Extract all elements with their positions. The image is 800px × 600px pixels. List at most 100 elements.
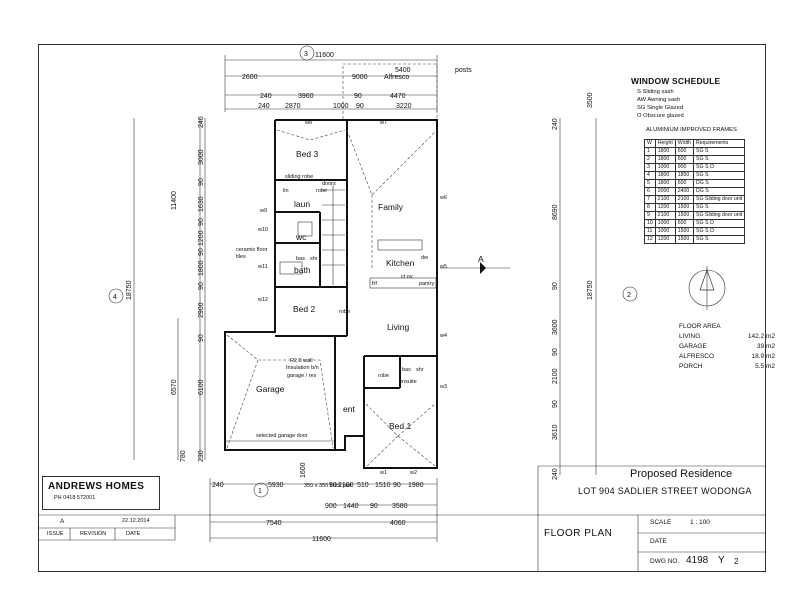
brick-pier-note: 350 x 350 brick pier (304, 483, 352, 489)
dim-bottom-overall: 11600 (312, 536, 331, 543)
label-frf: frf (372, 281, 377, 287)
room-kitchen: Kitchen (386, 258, 415, 268)
table-cell: 2100 (654, 195, 676, 204)
table-cell: SG S (693, 155, 746, 164)
section-a-arrow (440, 262, 510, 274)
dim-6570: 6570 (171, 379, 178, 395)
label-dw: dw (421, 255, 428, 261)
floor-area-label: ALFRESCO (679, 353, 715, 360)
table-cell: 3 (644, 163, 656, 172)
table-cell: SG S O (693, 219, 746, 228)
dim-780: 780 (180, 450, 187, 462)
section-marker-4 (108, 288, 124, 304)
sheet-title: FLOOR PLAN (544, 528, 613, 539)
room-garage: Garage (256, 384, 285, 394)
dim-90-4: 90 (198, 282, 205, 290)
floor-area-value: 39 m2 (756, 343, 775, 350)
section-a-label: A (478, 254, 484, 264)
legend-item: S Sliding sash (637, 89, 674, 95)
dim-alfresco-width: 5400 (395, 67, 411, 74)
dim-9000: 9000 (352, 74, 368, 81)
dim-1510: 1510 (375, 482, 391, 489)
window-w1: w1 (379, 470, 387, 476)
label-posts: posts (455, 67, 472, 74)
label-bas-ens: bas (402, 367, 411, 373)
table-cell: 12 (644, 235, 656, 244)
date-label: DATE (650, 538, 667, 545)
table-cell: 1 (644, 147, 656, 156)
table-cell: 7 (644, 195, 656, 204)
window-schedule-legend: S Sliding sash AW Awning sash SG Single … (637, 88, 684, 120)
note-insulation: Insulation b/n (286, 365, 319, 371)
floor-area-value: 5.5 m2 (755, 363, 775, 370)
roof-lines (226, 129, 438, 467)
note-garage-door: selected garage door (256, 433, 308, 439)
section-label-4: 4 (113, 294, 117, 301)
label-lin: lin (283, 188, 289, 194)
table-cell: 5 (644, 179, 656, 188)
room-bed3: Bed 3 (296, 149, 318, 159)
dim-1000: 1000 (333, 103, 349, 110)
room-bath: bath (294, 265, 311, 275)
room-laun: laun (294, 199, 310, 209)
window-w4: w4 (439, 333, 447, 339)
issue-letter: A (60, 518, 65, 525)
dim-90c-bottom: 90 (370, 503, 378, 510)
floor-area-label: GARAGE (679, 343, 707, 350)
table-cell: SG S (693, 203, 746, 212)
table-cell: 1000 (654, 227, 676, 236)
wc-pan (297, 221, 313, 237)
note-sliding-robe: sliding robe (285, 174, 313, 180)
dim-2900: 2900 (198, 302, 205, 318)
room-family: Family (378, 202, 404, 212)
dim-2100-bottom: 2100 (338, 482, 354, 489)
dim-1200: 1200 (198, 230, 205, 246)
note-r20-wall: R2.0 wall (290, 358, 313, 364)
dim-90r-a: 90 (552, 282, 559, 290)
scale-label: SCALE (650, 519, 672, 526)
table-cell: 1850 (674, 171, 695, 180)
table-cell: 1800 (654, 147, 676, 156)
table-cell: SG Sliding door unit (693, 211, 746, 220)
project-title: Proposed Residence (630, 468, 733, 480)
table-cell: 2100 (654, 211, 676, 220)
table-cell: 8 (644, 203, 656, 212)
tile-hatch (322, 185, 345, 285)
table-cell: SG S (693, 147, 746, 156)
dwg-number: 4198 (686, 555, 709, 566)
dim-1440: 1440 (343, 503, 359, 510)
window-w8: w8 (304, 120, 312, 126)
window-w3: w3 (439, 384, 447, 390)
dim-90-bottom: 90 (329, 482, 337, 489)
window-w10: w10 (257, 227, 268, 233)
dim-2600: 2600 (242, 74, 258, 81)
window-w5: w5 (439, 264, 447, 270)
dim-90-1: 90 (198, 178, 205, 186)
scale-value: 1 : 100 (690, 519, 710, 526)
dim-240-left: 240 (198, 116, 205, 128)
col-date: DATE (126, 531, 141, 537)
table-cell: DG S (693, 187, 746, 196)
room-bed2: Bed 2 (293, 304, 315, 314)
note-garage-res: garage / res (287, 373, 317, 379)
table-cell: DG S (693, 179, 746, 188)
table-cell: 1800 (654, 179, 676, 188)
table-cell: 2400 (674, 187, 695, 196)
table-cell: 11 (644, 227, 656, 236)
north-arrow-icon (688, 266, 726, 310)
dim-11400: 11400 (171, 191, 178, 210)
table-cell: 600 (674, 179, 695, 188)
legend-item: O Obscure glazed (637, 113, 684, 119)
dim-900: 900 (325, 503, 337, 510)
table-cell: 9 (644, 211, 656, 220)
